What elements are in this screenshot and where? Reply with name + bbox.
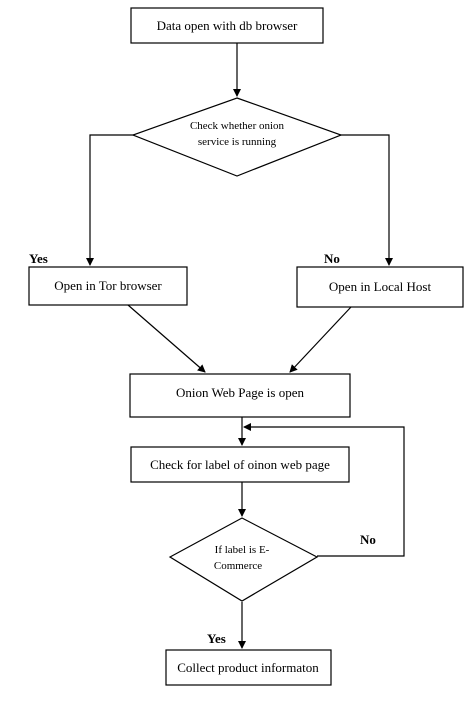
start-box <box>130 7 324 44</box>
node-collect: Collect product informaton <box>165 649 332 686</box>
tor-box <box>28 266 188 306</box>
node-check-onion: Check whether onion service is running <box>131 97 343 177</box>
edge-check-to-localhost <box>322 134 393 266</box>
start-label: Data open with db browser <box>157 18 298 33</box>
edge-check-to-tor <box>86 134 152 266</box>
check-onion-label-line2: service is running <box>198 136 277 148</box>
edge-tor-to-page <box>127 304 206 373</box>
collect-label: Collect product informaton <box>177 660 319 675</box>
node-check-label: Check for label of oinon web page <box>130 446 350 483</box>
branch-label-yes-top: Yes <box>29 251 48 266</box>
tor-label: Open in Tor browser <box>54 278 162 293</box>
edge-localhost-to-page <box>289 306 352 373</box>
node-start: Data open with db browser <box>130 7 324 44</box>
check-onion-label-line1: Check whether onion <box>190 120 285 132</box>
collect-box <box>165 649 332 686</box>
branch-label-no-top: No <box>324 251 340 266</box>
node-localhost: Open in Local Host <box>296 266 464 308</box>
check-label-label: Check for label of oinon web page <box>150 457 330 472</box>
edges <box>86 43 405 649</box>
branch-label-no-loop: No <box>360 532 376 547</box>
page-open-label: Onion Web Page is open <box>176 385 304 400</box>
localhost-box <box>296 266 464 308</box>
localhost-label: Open in Local Host <box>329 279 432 294</box>
edge-ifecom-no-loop <box>243 423 405 557</box>
node-if-ecommerce: If label is E- Commerce <box>168 517 319 602</box>
branch-label-yes-bottom: Yes <box>207 631 226 646</box>
if-ecommerce-label-line2: Commerce <box>214 560 262 572</box>
if-ecommerce-diamond <box>168 517 319 602</box>
page-open-box <box>129 373 351 418</box>
check-onion-diamond <box>131 97 343 177</box>
check-label-box <box>130 446 350 483</box>
node-tor: Open in Tor browser <box>28 266 188 306</box>
node-page-open: Onion Web Page is open <box>129 373 351 418</box>
if-ecommerce-label-line1: If label is E- <box>215 544 270 556</box>
